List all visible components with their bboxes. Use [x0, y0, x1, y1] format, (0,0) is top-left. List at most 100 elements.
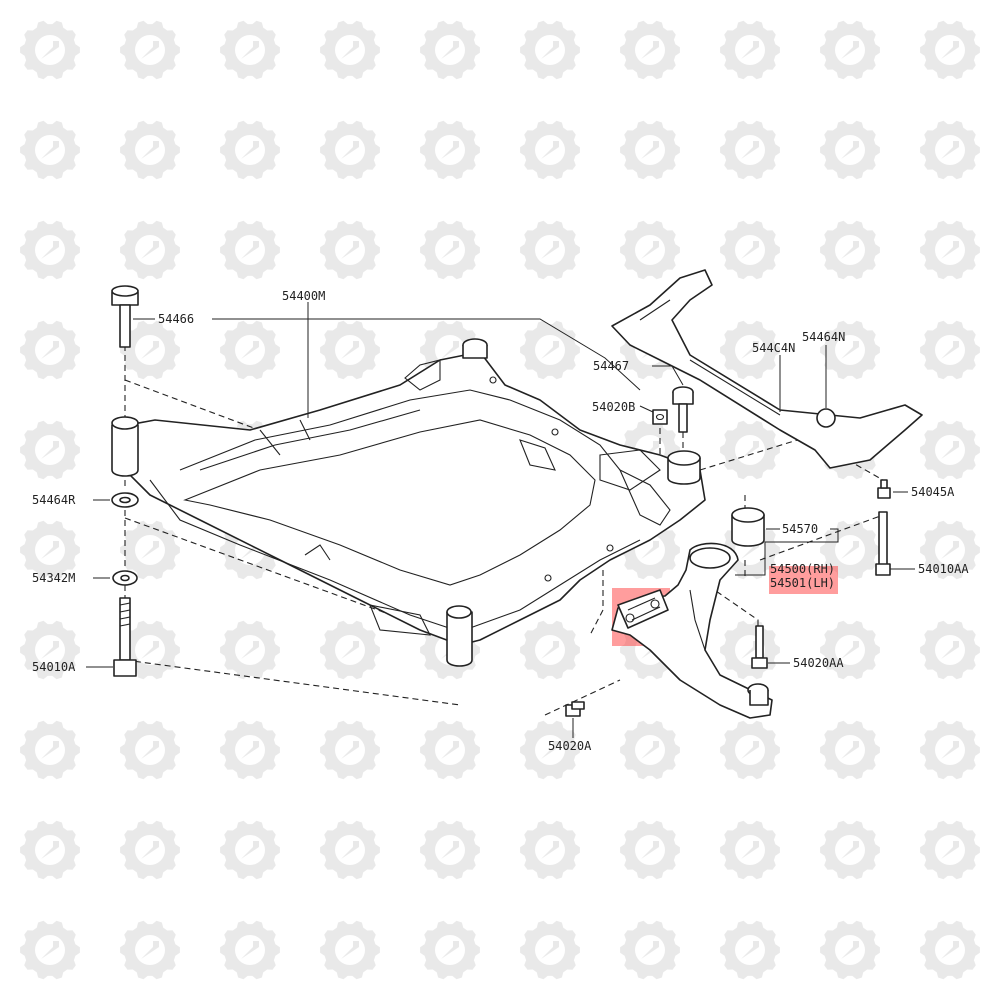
watermark-gear-icon — [220, 720, 280, 780]
watermark-gear-icon — [920, 320, 980, 380]
label-54020B: 54020B — [592, 400, 635, 414]
watermark-gear-icon — [720, 820, 780, 880]
watermark-gear-icon — [520, 720, 580, 780]
watermark-gear-icon — [620, 920, 680, 980]
watermark-gear-icon — [920, 820, 980, 880]
lower-control-arm — [611, 542, 773, 719]
watermark-gear-icon — [220, 220, 280, 280]
watermark-gear-icon — [120, 720, 180, 780]
watermark-gear-icon — [920, 420, 980, 480]
watermark-gear-icon — [320, 920, 380, 980]
watermark-gear-icon — [520, 20, 580, 80]
watermark-gear-icon — [720, 220, 780, 280]
watermark-gear-icon — [120, 820, 180, 880]
bolt-54010A — [113, 597, 137, 677]
watermark-gear-icon — [720, 320, 780, 380]
watermark-gear-icon — [820, 920, 880, 980]
label-54501: 54501(LH) — [770, 576, 835, 590]
watermark-gear-icon — [20, 220, 80, 280]
label-54500: 54500(RH) — [770, 562, 835, 576]
label-54464N: 54464N — [802, 330, 845, 344]
label-54010AA: 54010AA — [918, 562, 969, 576]
watermark-gear-icon — [20, 320, 80, 380]
bushing-54464N — [816, 408, 836, 428]
watermark-gear-icon — [920, 520, 980, 580]
watermark-gear-icon — [20, 820, 80, 880]
bolt-54020AA — [751, 625, 768, 669]
watermark-gear-icon — [320, 220, 380, 280]
watermark-gear-icon — [920, 920, 980, 980]
watermark-gear-icon — [120, 520, 180, 580]
watermark-gear-icon — [820, 320, 880, 380]
watermark-gear-icon — [920, 20, 980, 80]
watermark-gear-icon — [20, 620, 80, 680]
watermark-gear-icon — [620, 20, 680, 80]
watermark-gear-icon — [920, 620, 980, 680]
watermark-gear-icon — [720, 920, 780, 980]
highlight-54501 — [769, 566, 838, 594]
bolt-54045A — [877, 479, 891, 499]
watermark-gear-icon — [420, 920, 480, 980]
watermark-gear-icon — [220, 620, 280, 680]
watermark-gear-icon — [620, 220, 680, 280]
watermark-gear-icon — [520, 620, 580, 680]
washer-54342M — [112, 570, 138, 586]
front-subframe — [111, 338, 706, 667]
watermark-gear-icon — [120, 20, 180, 80]
label-54010A: 54010A — [32, 660, 76, 674]
watermark-gear-icon — [220, 320, 280, 380]
watermark-gear-icon — [820, 520, 880, 580]
watermark-gear-icon — [120, 120, 180, 180]
watermark-gear-icon — [820, 720, 880, 780]
watermark-gear-icon — [420, 820, 480, 880]
watermark-gear-icon — [420, 720, 480, 780]
watermark-gear-icon — [320, 720, 380, 780]
leader-lines — [86, 302, 915, 738]
label-54467: 54467 — [593, 359, 629, 373]
watermark-gear-icon — [20, 120, 80, 180]
watermark-gear-icon — [120, 220, 180, 280]
label-54400M: 54400M — [282, 289, 325, 303]
watermark-gear-icon — [120, 920, 180, 980]
watermark-gear-icon — [520, 920, 580, 980]
watermark-gear-icon — [820, 20, 880, 80]
watermark-gear-icon — [320, 620, 380, 680]
label-544C4N: 544C4N — [752, 341, 795, 355]
watermark-gear-icon — [820, 220, 880, 280]
watermark-gear-icon — [820, 820, 880, 880]
watermark-gear-icon — [920, 120, 980, 180]
watermark-gear-icon — [20, 520, 80, 580]
nut-54020B — [652, 409, 668, 425]
watermark-gear-icon — [920, 720, 980, 780]
watermark-gear-icon — [20, 920, 80, 980]
bolt-54466 — [111, 285, 139, 348]
watermark-gear-icon — [720, 420, 780, 480]
watermark-gear-icon — [720, 120, 780, 180]
watermark-gear-icon — [920, 220, 980, 280]
watermark-gear-icon — [20, 720, 80, 780]
label-54464R: 54464R — [32, 493, 76, 507]
watermark-gear-icon — [820, 620, 880, 680]
watermark-gear-icon — [220, 820, 280, 880]
watermark-gear-icon — [420, 120, 480, 180]
watermark-gear-icon — [220, 120, 280, 180]
label-54020A: 54020A — [548, 739, 592, 753]
watermark-gear-icon — [620, 820, 680, 880]
watermark-gear-icon — [320, 820, 380, 880]
watermark-gear-icon — [620, 120, 680, 180]
watermark-gear-icon — [520, 320, 580, 380]
watermark-gear-icon — [220, 920, 280, 980]
watermark-gear-icon — [20, 420, 80, 480]
label-54020AA: 54020AA — [793, 656, 844, 670]
watermark-gear-icon — [720, 720, 780, 780]
watermark-gear-icon — [520, 820, 580, 880]
label-54570: 54570 — [782, 522, 818, 536]
watermark-gear-icon — [620, 720, 680, 780]
watermark-gear-icon — [220, 20, 280, 80]
watermark-gear-icon — [20, 20, 80, 80]
watermark-gear-icon — [320, 120, 380, 180]
bushing-54570 — [731, 507, 765, 547]
watermark-gear-icon — [420, 220, 480, 280]
watermark-gear-icon — [320, 20, 380, 80]
watermark-gear-icon — [820, 120, 880, 180]
